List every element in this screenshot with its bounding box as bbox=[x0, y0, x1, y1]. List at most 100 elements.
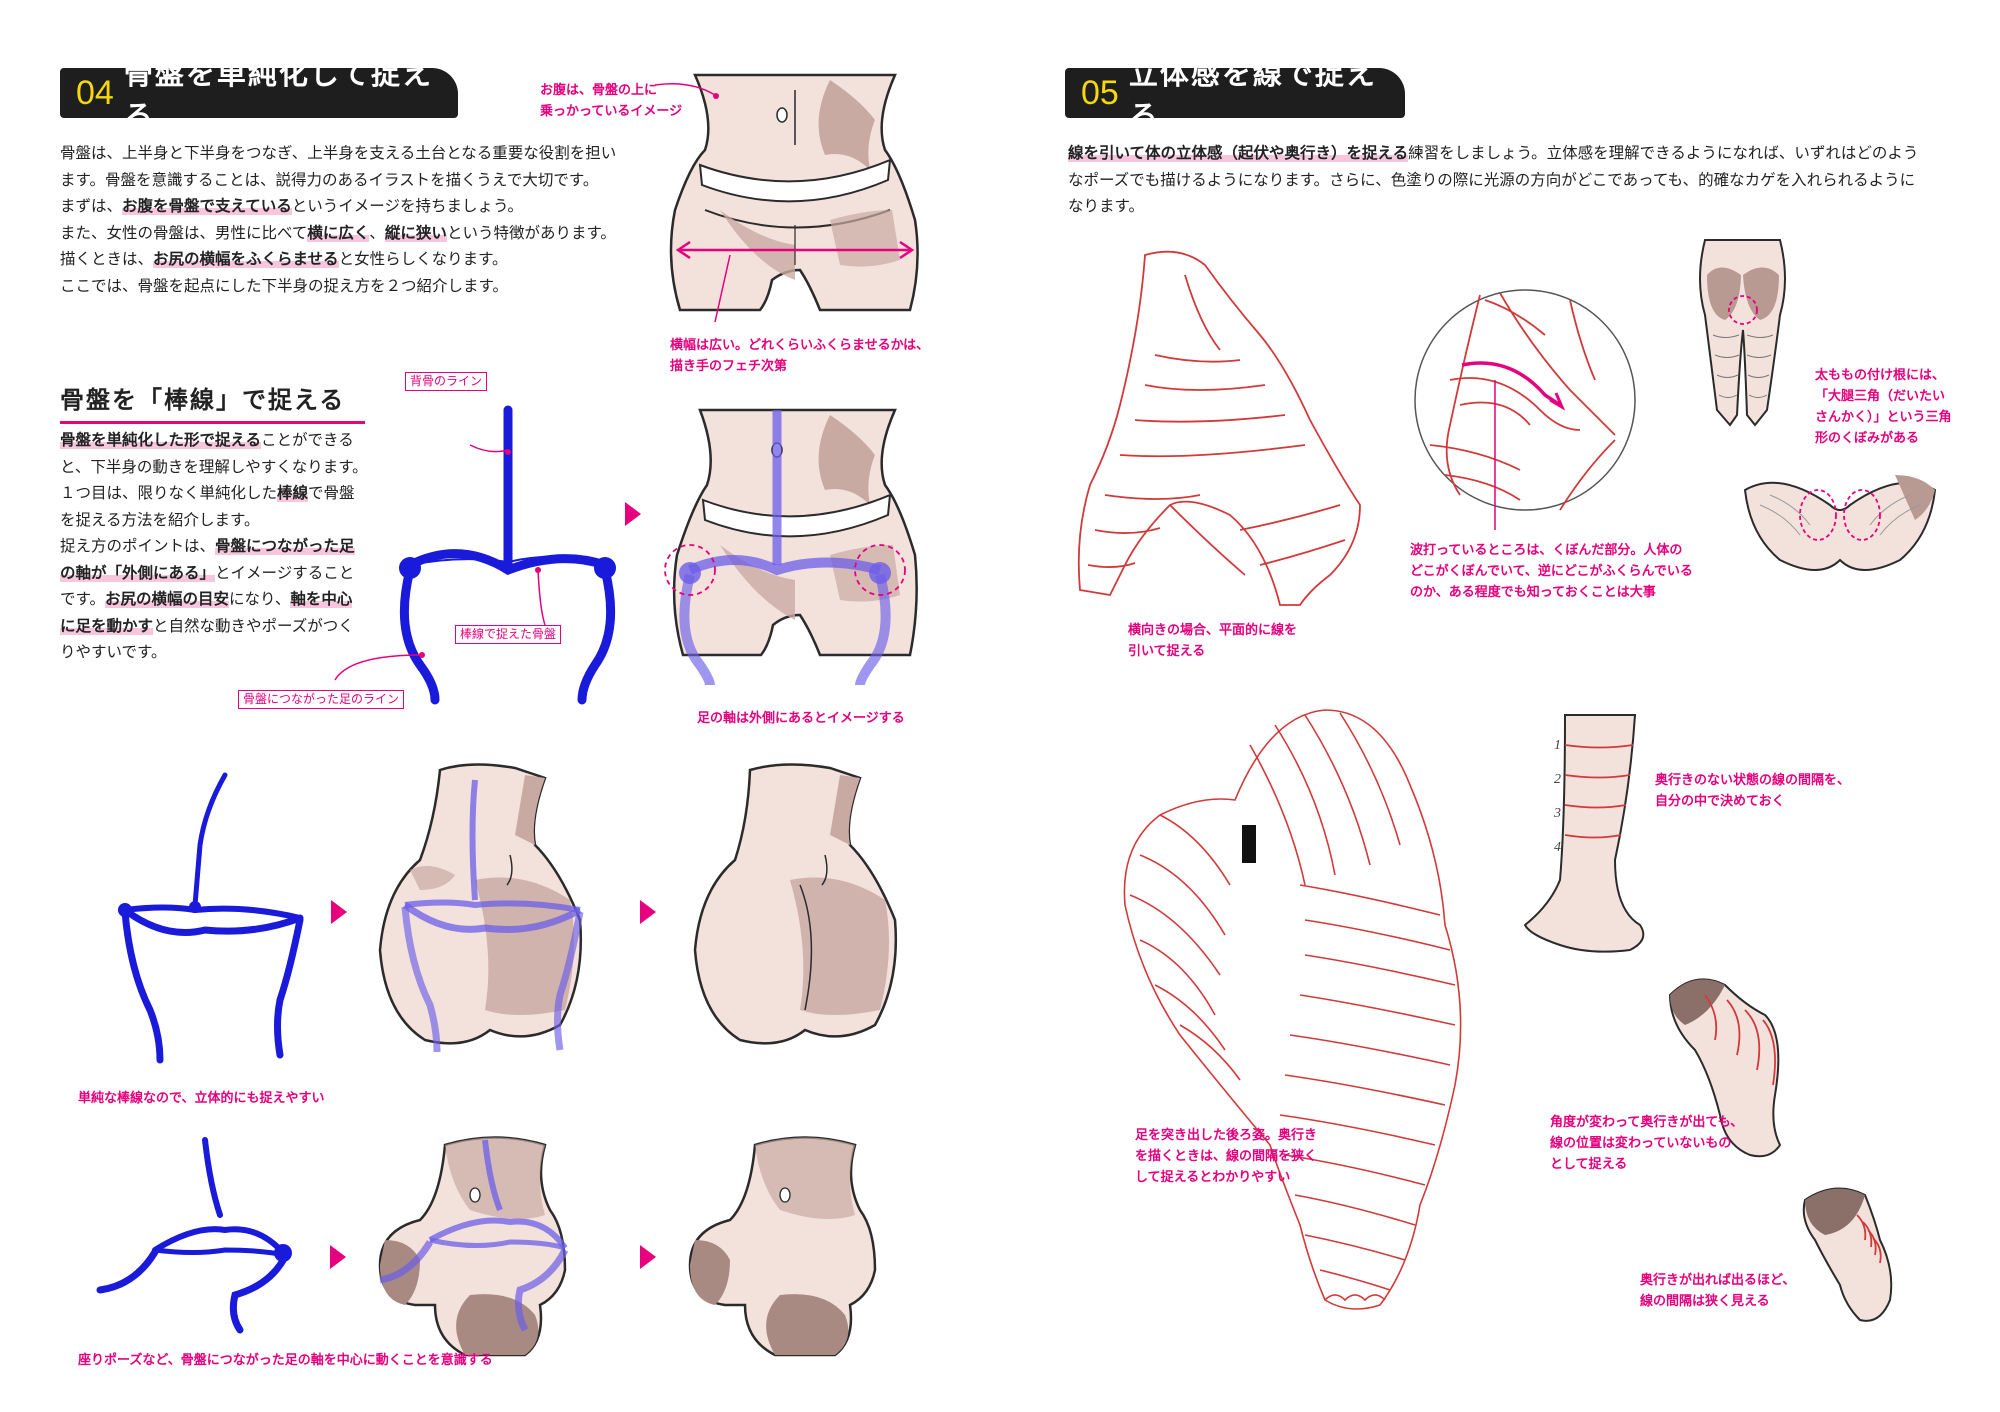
highlighted-text: 軸を中心 bbox=[290, 590, 353, 608]
note-seated: 座りポーズなど、骨盤につながった足の軸を中心に動くことを意識する bbox=[78, 1353, 493, 1368]
note-line: 線の間隔は狭く見える bbox=[1640, 1294, 1770, 1309]
highlighted-text: お尻の横幅の目安 bbox=[104, 590, 229, 608]
intro-paragraph-left: 骨盤は、上半身と下半身をつなぎ、上半身を支える土台となる重要な役割を担います。骨… bbox=[60, 140, 660, 299]
highlighted-text: お尻の横幅をふくらませる bbox=[153, 250, 339, 268]
text-line: １つ目は、限りなく単純化した棒線で骨盤 bbox=[60, 484, 355, 502]
text-line: に足を動かすと自然な動きやポーズがつく bbox=[60, 616, 354, 635]
hips-seated-overlay bbox=[378, 1136, 569, 1357]
note-side-view: 横向きの場合、平面的に線を引いて捉える bbox=[1128, 620, 1297, 662]
note-line: 「大腿三角（だいたい bbox=[1815, 389, 1946, 404]
text-line: 捉え方のポイントは、骨盤につながった足 bbox=[60, 537, 355, 555]
highlighted-text: の軸が「外側にある」 bbox=[60, 563, 216, 582]
leg-line-number-4: 4 bbox=[1554, 840, 1561, 855]
stick-figure-seated bbox=[96, 1137, 292, 1334]
stick-figure-front bbox=[334, 405, 616, 705]
legs-side-line-drawing bbox=[1077, 250, 1361, 606]
section-heading-05: 05 立体感を線で捉える bbox=[1065, 57, 1405, 133]
leg-line-number-3: 3 bbox=[1554, 806, 1561, 821]
note-line-spacing: 奥行きのない状態の線の間隔を、自分の中で決めておく bbox=[1655, 770, 1850, 812]
note-angle-change: 角度が変わって奥行きが出ても、線の位置は変わっていないものとして捉える bbox=[1550, 1112, 1743, 1175]
highlighted-text: 骨盤を単純化した形で捉える bbox=[60, 431, 262, 449]
highlighted-text: 縦に狭い bbox=[384, 223, 447, 242]
text-line: なります。 bbox=[1068, 197, 1144, 215]
hips-three-quarter-shaded bbox=[693, 763, 898, 1045]
leg-line-number-1: 1 bbox=[1554, 738, 1561, 753]
highlighted-text: に足を動かす bbox=[60, 616, 154, 635]
leg-line-number-2: 2 bbox=[1554, 772, 1561, 787]
note-line: 奥行きが出れば出るほど、 bbox=[1640, 1273, 1796, 1288]
leg-foreshortened-lines bbox=[1802, 1187, 1893, 1322]
text-line: 骨盤は、上半身と下半身をつなぎ、上半身を支える土台となる重要な役割を担い bbox=[60, 144, 617, 162]
note-line: 足を突き出した後ろ姿。奥行き bbox=[1135, 1128, 1318, 1143]
legs-back-view bbox=[1699, 239, 1786, 427]
highlighted-text: 横に広く bbox=[307, 223, 370, 242]
intro-paragraph-right: 線を引いて体の立体感（起伏や奥行き）を捉える練習をしましょう。立体感を理解できる… bbox=[1068, 140, 1948, 220]
note-line: 角度が変わって奥行きが出ても、 bbox=[1550, 1115, 1744, 1130]
text-line: 骨盤を単純化した形で捉えることができる bbox=[60, 431, 354, 449]
note-line: として捉える bbox=[1550, 1157, 1628, 1172]
note-line: して捉えるとわかりやすい bbox=[1135, 1170, 1291, 1185]
note-simple-stick: 単純な棒線なので、立体的にも捉えやすい bbox=[78, 1091, 325, 1106]
leg-angled-lines bbox=[1668, 978, 1782, 1158]
text-line: まずは、お腹を骨盤で支えているというイメージを持ちましょう。 bbox=[60, 197, 524, 215]
text-line: と、下半身の動きを理解しやすくなります。 bbox=[60, 457, 368, 476]
stick-paragraph: 骨盤を単純化した形で捉えることができると、下半身の動きを理解しやすくなります。 １… bbox=[60, 427, 380, 666]
note-belly: お腹は、骨盤の上に乗っかっているイメージ bbox=[540, 80, 682, 122]
text-line: 描くときは、お尻の横幅をふくらませると女性らしくなります。 bbox=[60, 250, 508, 268]
leg-numbered-lines bbox=[1523, 714, 1645, 953]
note-wave: 波打っているところは、くぼんだ部分。人体のどこがくぼんでいて、逆にどこがふくらん… bbox=[1410, 540, 1693, 603]
note-line: 奥行きのない状態の線の間隔を、 bbox=[1655, 773, 1851, 788]
legs-spread-view bbox=[1743, 475, 1937, 571]
note-line: 横向きの場合、平面的に線を bbox=[1128, 623, 1298, 638]
section-number: 04 bbox=[76, 73, 114, 112]
note-line: 波打っているところは、くぼんだ部分。人体の bbox=[1410, 543, 1683, 558]
text-line: また、女性の骨盤は、男性に比べて横に広く、縦に狭いという特徴があります。 bbox=[60, 223, 616, 242]
note-line: どこがくぼんでいて、逆にどこがふくらんでいる bbox=[1410, 564, 1693, 579]
hips-seated-shaded bbox=[688, 1136, 877, 1357]
note-line: 描き手のフェチ次第 bbox=[670, 359, 788, 374]
note-line: さんかく）」という三角 bbox=[1815, 410, 1952, 425]
stick-figure-three-quarter bbox=[118, 772, 304, 1064]
note-line: 乗っかっているイメージ bbox=[540, 104, 683, 119]
section-number: 05 bbox=[1081, 73, 1119, 112]
note-line: 線の位置は変わっていないもの bbox=[1550, 1136, 1732, 1151]
highlighted-text: 線を引いて体の立体感（起伏や奥行き）を捉える bbox=[1068, 144, 1409, 162]
text-line: です。お尻の横幅の目安になり、軸を中心 bbox=[60, 590, 353, 608]
section-title: 骨盤を単純化して捉える bbox=[123, 57, 433, 133]
legs-back-line-drawing bbox=[1123, 709, 1462, 1310]
note-line: 横幅は広い。どれくらいふくらませるかは、 bbox=[670, 338, 930, 353]
arrow-right-icon bbox=[331, 900, 347, 924]
arrow-right-icon bbox=[625, 502, 641, 526]
sub-heading-stick: 骨盤を「棒線」で捉える bbox=[60, 380, 365, 424]
arrow-right-icon bbox=[640, 1245, 656, 1269]
text-line: を捉える方法を紹介します。 bbox=[60, 510, 260, 529]
note-line: のか、ある程度でも知っておくことは大事 bbox=[1410, 585, 1656, 600]
note-line: 太ももの付け根には、 bbox=[1815, 368, 1946, 383]
arrow-right-icon bbox=[640, 900, 656, 924]
note-hip-width: 横幅は広い。どれくらいふくらませるかは、描き手のフェチ次第 bbox=[670, 335, 929, 377]
torso-overlay-illustration bbox=[664, 408, 918, 686]
note-depth-spacing: 奥行きが出れば出るほど、線の間隔は狭く見える bbox=[1640, 1270, 1795, 1312]
text-line: なポーズでも描けるようになります。さらに、色塗りの際に光源の方向がどこであっても… bbox=[1068, 170, 1916, 189]
hips-three-quarter-overlay bbox=[378, 763, 584, 1053]
tag-leg-line: 骨盤につながった足のライン bbox=[238, 690, 405, 709]
section-title: 立体感を線で捉える bbox=[1128, 57, 1377, 133]
note-line: 形のくぼみがある bbox=[1815, 431, 1920, 446]
note-line: お腹は、骨盤の上に bbox=[540, 83, 658, 98]
note-line: 自分の中で決めておく bbox=[1655, 794, 1785, 809]
highlighted-text: お腹を骨盤で支えている bbox=[122, 197, 292, 215]
text-line: の軸が「外側にある」とイメージすること bbox=[60, 563, 355, 582]
tag-spine-line: 背骨のライン bbox=[405, 372, 488, 391]
text-line: 線を引いて体の立体感（起伏や奥行き）を捉える練習をしましょう。立体感を理解できる… bbox=[1068, 144, 1919, 162]
note-leg-axis: 足の軸は外側にあるとイメージする bbox=[697, 711, 905, 726]
text-line: ます。骨盤を意識することは、説得力のあるイラストを描くうえで大切です。 bbox=[60, 170, 599, 189]
note-back-view: 足を突き出した後ろ姿。奥行きを描くときは、線の間隔を狭くして捉えるとわかりやすい bbox=[1135, 1125, 1317, 1188]
text-line: ここでは、骨盤を起点にした下半身の捉え方を２つ紹介します。 bbox=[60, 276, 508, 295]
text-line: りやすいです。 bbox=[60, 643, 167, 661]
torso-front-illustration bbox=[654, 73, 919, 323]
note-thigh-triangle: 太ももの付け根には、「大腿三角（だいたいさんかく）」という三角形のくぼみがある bbox=[1815, 365, 1952, 449]
highlighted-text: 棒線 bbox=[277, 484, 309, 502]
magnified-circle-detail bbox=[1414, 289, 1636, 530]
note-line: を描くときは、線の間隔を狭く bbox=[1135, 1149, 1318, 1164]
tag-stick-pelvis: 棒線で捉えた骨盤 bbox=[455, 625, 562, 644]
